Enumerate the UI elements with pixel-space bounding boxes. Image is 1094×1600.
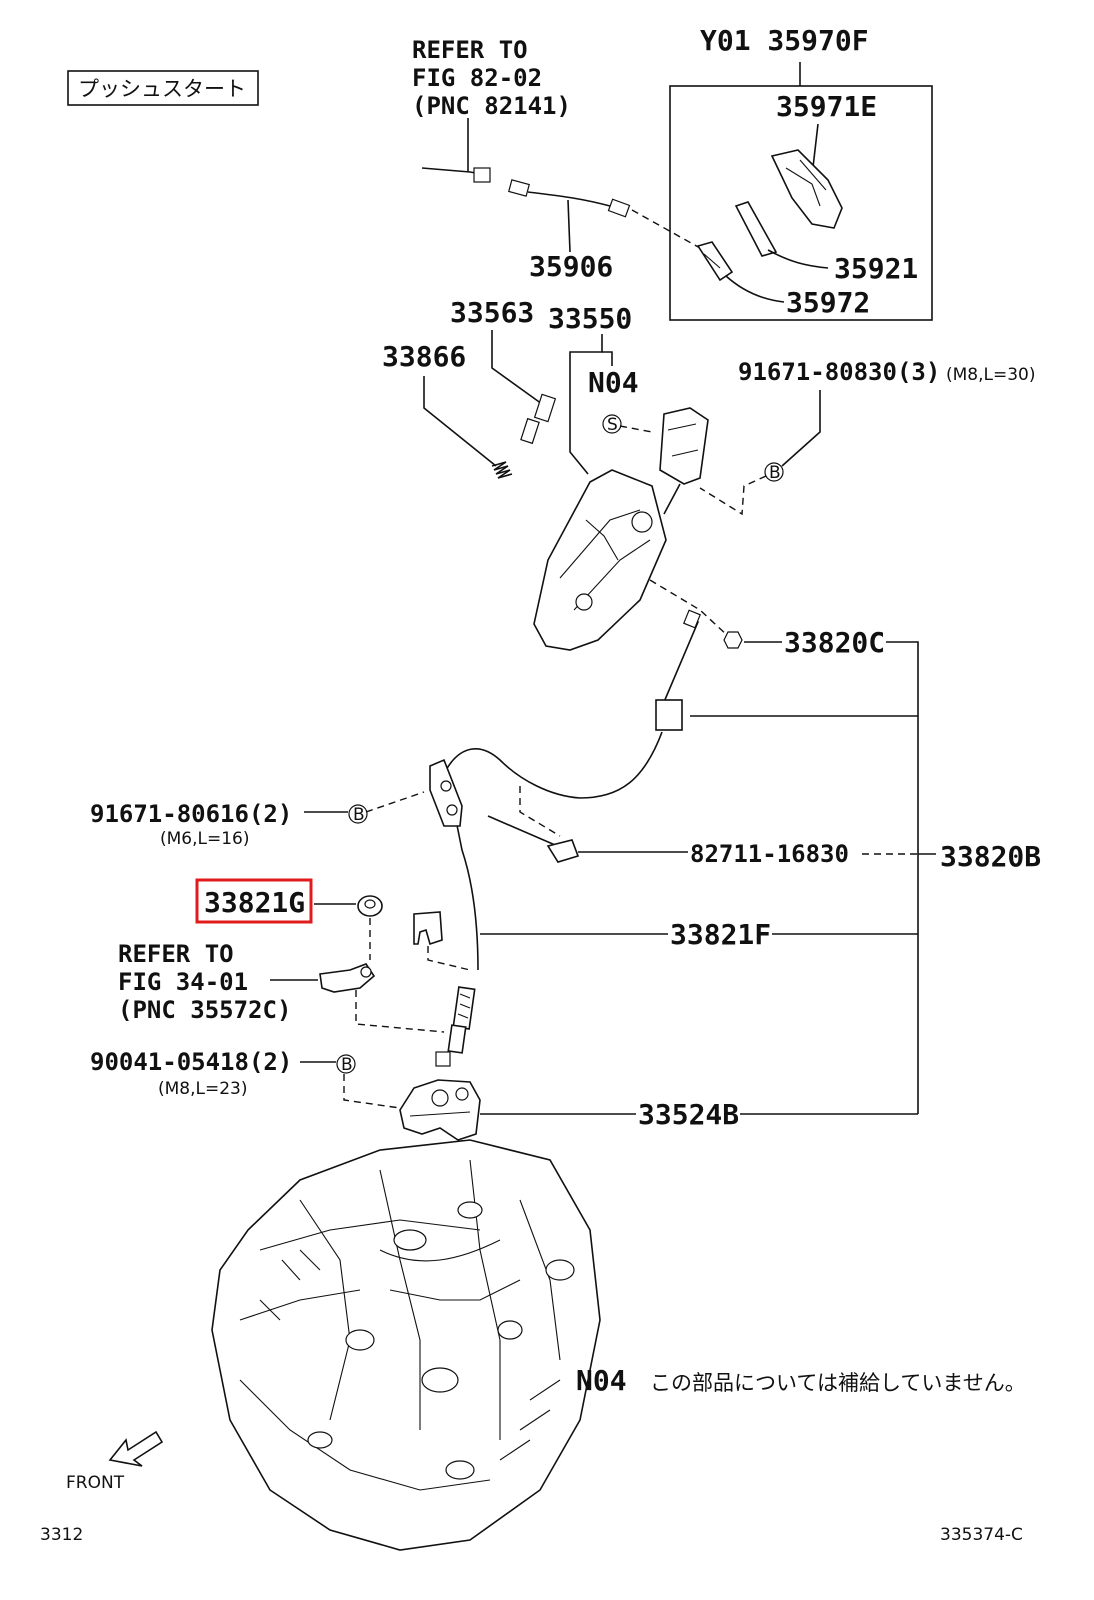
transaxle-assembly [211,1139,601,1551]
part-35906-harness[interactable] [508,179,631,253]
label-91671-80830[interactable]: 91671-80830(3) [738,358,940,386]
refer-34-line2: FIG 34-01 [118,968,248,996]
b-marker-80616 [348,804,368,824]
refer-82-line3: (PNC 82141) [412,92,571,120]
part-35972-bracket[interactable] [696,241,734,282]
spec-91671-80616: (M6,L=16) [160,829,250,849]
label-33524B[interactable]: 33524B [638,1098,739,1131]
page-code-right: 335374-C [940,1525,1023,1545]
part-35921-plate[interactable] [734,201,778,257]
label-33563[interactable]: 33563 [450,296,534,329]
label-33820C[interactable]: 33820C [784,626,885,659]
s-marker [602,414,622,434]
part-33820B-cable[interactable] [445,699,683,971]
n04-tag[interactable]: N04 [588,366,639,399]
label-33821F[interactable]: 33821F [670,918,771,951]
cable-bracket [429,758,463,827]
label-35906[interactable]: 35906 [529,250,613,283]
refer-34-line3: (PNC 35572C) [118,996,291,1024]
label-35971E[interactable]: 35971E [776,90,877,123]
label-33820B[interactable]: 33820B [940,840,1041,873]
label-35972[interactable]: 35972 [786,286,870,319]
b-marker-80616-letter: B [353,805,365,825]
part-33866-spring[interactable] [491,461,513,479]
part-33550-shift-lever[interactable] [533,407,709,651]
cable-end-fitting [435,986,476,1067]
b-marker-80830 [764,462,784,482]
front-arrow-icon [108,1430,164,1467]
wire-82 [421,167,483,175]
bracket-33820B [886,641,919,1114]
part-33820C-nut[interactable] [723,631,743,649]
kit-box-35970F [669,85,933,321]
refer-34-line1: REFER TO [118,940,234,968]
cable-rod [663,617,700,703]
push-start-note: プッシュスタート [78,77,246,101]
refer-82-line1: REFER TO [412,36,528,64]
note-n04-code: N04 [576,1364,627,1397]
part-33563-pin[interactable] [520,393,557,445]
label-90041-05418[interactable]: 90041-05418(2) [90,1048,292,1076]
page-code-left: 3312 [40,1525,83,1545]
part-33821G-bushing[interactable] [357,895,383,917]
spec-91671-80830: (M8,L=30) [946,365,1036,385]
part-33524B-bracket[interactable] [399,1079,481,1141]
part-35971E-cover[interactable] [770,149,843,229]
push-start-box [67,70,259,106]
shift-lever-arm-ref [319,963,376,993]
label-91671-80616[interactable]: 91671-80616(2) [90,800,292,828]
s-marker-letter: S [607,415,618,435]
label-35921[interactable]: 35921 [834,252,918,285]
spec-90041-05418: (M8,L=23) [158,1079,248,1099]
label-33821G[interactable]: 33821G [204,886,305,919]
refer-82-line2: FIG 82-02 [412,64,542,92]
label-82711-16830[interactable]: 82711-16830 [690,840,849,868]
b-marker-05418-letter: B [341,1055,353,1075]
b-marker-80830-letter: B [769,463,781,483]
highlight-33821G [195,878,313,924]
b-marker-05418 [336,1054,356,1074]
kit-code-label[interactable]: Y01 35970F [700,24,869,57]
part-33821F-clip[interactable] [413,911,443,946]
label-33550[interactable]: 33550 [548,302,632,335]
note-n04-text: この部品については補給していません。 [650,1371,1026,1395]
connector-82 [473,167,491,183]
front-label: FRONT [66,1473,125,1493]
label-33866[interactable]: 33866 [382,340,466,373]
part-82711-clamp[interactable] [487,815,580,863]
